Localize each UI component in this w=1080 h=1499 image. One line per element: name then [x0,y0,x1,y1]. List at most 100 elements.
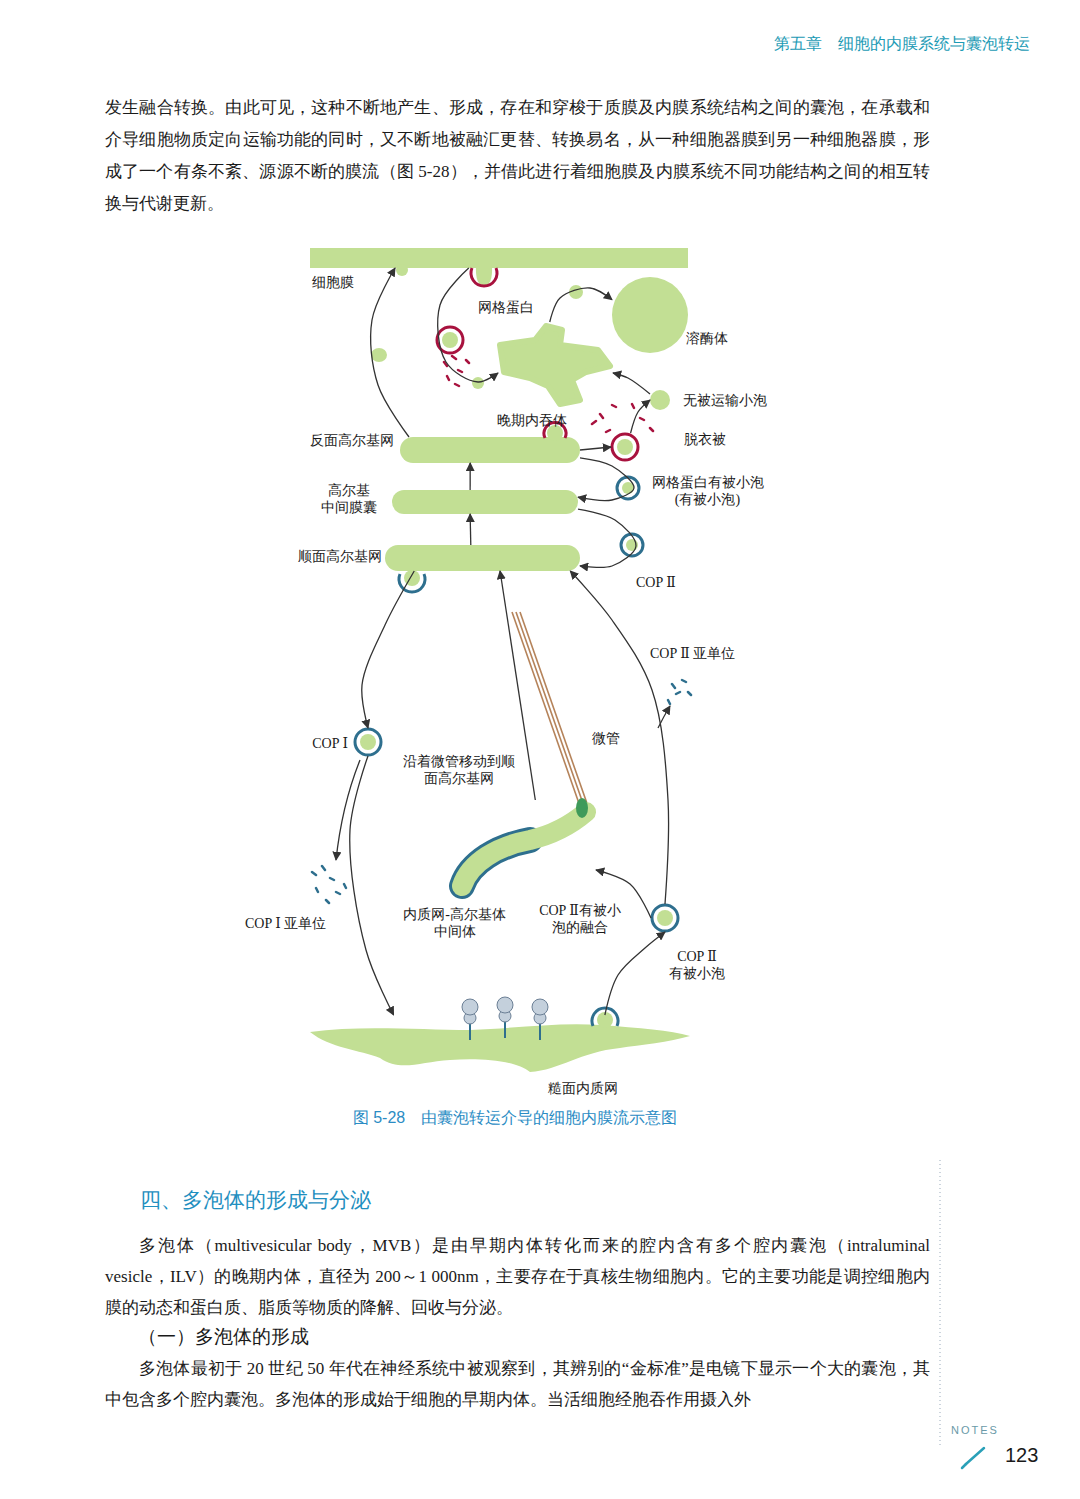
cop-coated-vesicle [355,729,381,755]
transport-arrow [605,932,665,1015]
transport-arrow [550,288,612,322]
golgi-cisterna [400,437,580,463]
organelle-label: 溶酶体 [686,330,746,347]
cop-coated-vesicle [657,910,673,926]
cell-membrane [310,248,688,268]
microtubule [512,612,590,812]
clathrin-coated-vesicle: 网格蛋白有被小泡 (有被小泡) [611,433,639,461]
trans-golgi-network: 反面高尔基网 [400,437,580,463]
microtubule [516,612,586,812]
ribosome [462,999,478,1015]
figure-caption: 图 5-28 由囊泡转运介导的细胞内膜流示意图 [255,1108,775,1129]
transport-arrow [631,400,650,433]
part-label: 微管 [592,730,620,748]
page-number: 123 [1005,1444,1038,1467]
vesicle [472,377,484,389]
part-label: COP Ⅰ 亚单位 [245,915,326,933]
edge-label: 沿着微管移动到顺面高尔基网 [400,753,518,787]
cop-coated-vesicle [360,734,376,750]
motor-protein [576,798,588,818]
clathrin-coated-vesicle [617,439,633,455]
golgi-cisterna [385,545,580,571]
section-heading: 四、多泡体的形成与分泌 [140,1186,371,1214]
cell-membrane [310,248,688,286]
body-paragraph: 多泡体最初于 20 世纪 50 年代在神经系统中被观察到，其辨别的“金标准”是电… [105,1353,930,1415]
cop-coated-vesicle [652,905,678,931]
golgi-cisterna [392,490,578,514]
medial-golgi: 高尔基 中间膜囊 [392,490,578,514]
cell-membrane [476,266,492,286]
part-label: 脱衣被 [684,431,726,449]
uncoated-vesicle: 无被运输小泡 [650,390,670,410]
transport-arrow [578,458,634,501]
vesicle [371,348,387,362]
vesicle [650,390,670,410]
lysosome: 溶酶体 [612,277,688,353]
ribosome [497,997,513,1013]
body-paragraph: 发生融合转换。由此可见，这种不断地产生、形成，存在和穿梭于质膜及内膜系统结构之间… [105,92,930,220]
transport-arrow [362,571,415,728]
transport-arrow [350,756,394,1015]
organelle-label: COP Ⅰ [292,735,348,752]
pencil-icon [966,1448,984,1464]
edge-label: COP Ⅱ有被小泡的融合 [538,902,622,936]
transport-arrow [613,373,650,394]
microtubule [512,612,582,812]
er-golgi-intermediate [462,812,586,886]
transport-arrow [469,463,470,490]
layout-arrow [658,706,670,728]
er-golgi-intermediate [462,812,586,886]
transport-arrow [570,571,668,904]
pencil-icon [962,1464,966,1468]
margin-rule [940,1160,941,1445]
organelle-label: 晚期内吞体 [497,412,587,429]
cop-coated-vesicle [355,477,678,931]
ribosome [462,997,548,1040]
rough-er [310,1024,690,1072]
clathrin-coat [471,268,497,286]
ergic: 内质网-高尔基体 中间体 [448,800,596,900]
transport-arrow [371,268,409,437]
copi-vesicle: COP Ⅰ [354,728,382,756]
margin-notes: NOTES [951,1424,999,1436]
cis-golgi-network: 顺面高尔基网 [385,545,580,571]
cell-membrane [396,264,408,276]
cop-coat [399,574,425,592]
part-label: 网格蛋白 [478,299,534,317]
organelle-label: 无被运输小泡 [683,392,783,409]
lysosome [612,277,688,353]
running-header: 第五章 细胞的内膜系统与囊泡转运 [600,34,1030,55]
part-label: COP Ⅱ [636,574,676,591]
transport-arrow [469,514,471,545]
organelle-label: COP Ⅱ 有被小泡 [662,948,732,982]
cop-coat [592,1008,618,1026]
part-label: COP Ⅱ 亚单位 [650,645,735,663]
cop-coated-vesicle [617,477,639,499]
clathrin-coated-vesicle [612,434,638,460]
organelle-label: 顺面高尔基网 [278,548,382,565]
rough-er: 糙面内质网 [310,1015,690,1075]
late-endosome [500,326,610,404]
organelle-label: 高尔基 中间膜囊 [312,482,386,516]
ribosome [532,999,548,1015]
organelle-label: 反面高尔基网 [290,432,394,449]
golgi-cisterna [385,425,580,586]
organelle-label: 内质网-高尔基体 中间体 [392,906,517,940]
transport-arrow [438,268,498,382]
transport-arrow [578,509,636,567]
subsection-heading: （一）多泡体的形成 [138,1324,309,1350]
microtubule [520,612,590,812]
transport-arrow [580,447,611,450]
clathrin-coated-vesicle [442,332,458,348]
pencil-icon [962,1448,984,1468]
body-paragraph: 多泡体（multivesicular body，MVB）是由早期内体转化而来的腔… [105,1230,930,1323]
late-endosome: 晚期内吞体 [498,322,613,407]
layout-arrow [336,760,360,860]
copii-vesicle: COP Ⅱ 有被小泡 [651,904,679,932]
cop-subunits [312,680,691,903]
organelle-label: 细胞膜 [312,274,372,291]
organelle-label: 网格蛋白有被小泡 (有被小泡) [640,474,775,508]
organelle-label: 糙面内质网 [548,1080,638,1097]
cell-membrane: 细胞膜 [310,248,688,268]
